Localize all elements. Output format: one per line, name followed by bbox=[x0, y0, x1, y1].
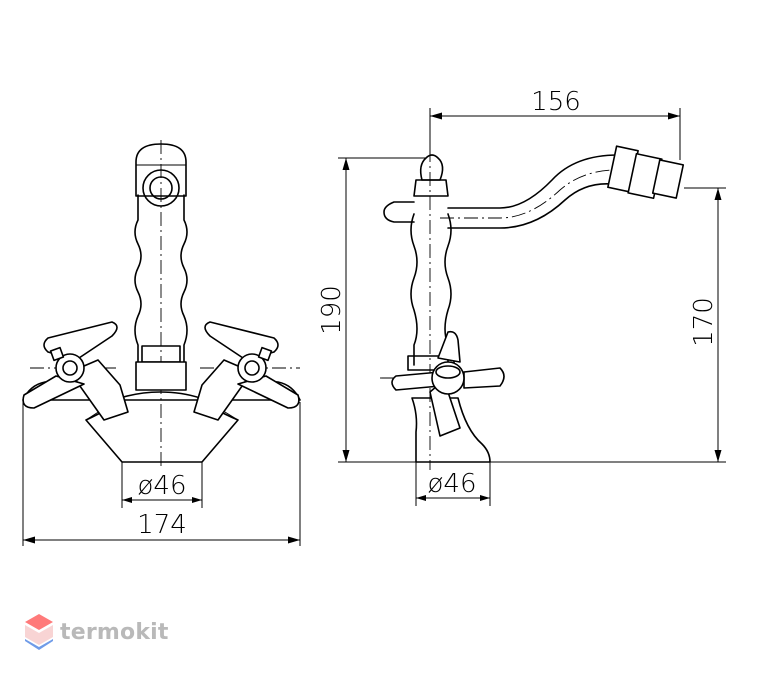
side-finial bbox=[419, 154, 444, 181]
side-handle bbox=[391, 330, 505, 437]
front-column bbox=[134, 194, 188, 363]
brand-logo: termokit bbox=[24, 611, 169, 653]
side-base-dimension: ø46 bbox=[415, 462, 491, 506]
side-view: 156 190 170 ø46 bbox=[317, 87, 726, 506]
side-spout-height-dimension: 170 bbox=[490, 187, 726, 463]
side-spout bbox=[447, 154, 619, 229]
front-base-diameter-label: ø46 bbox=[138, 471, 187, 501]
side-height-dimension: 190 bbox=[317, 157, 426, 463]
front-width-dimension: 174 bbox=[22, 402, 301, 546]
front-base-dimension: ø46 bbox=[121, 462, 203, 508]
brand-name: termokit bbox=[60, 619, 169, 645]
side-spout-height-label: 170 bbox=[689, 297, 719, 347]
cube-logo-icon bbox=[25, 614, 53, 650]
side-base bbox=[411, 397, 491, 463]
front-spout-head bbox=[135, 143, 187, 197]
front-view: ø46 174 bbox=[22, 140, 301, 546]
side-reach-dimension: 156 bbox=[429, 87, 681, 160]
side-column bbox=[410, 213, 452, 366]
side-total-height-label: 190 bbox=[317, 285, 347, 335]
front-overall-width-label: 174 bbox=[137, 510, 187, 540]
side-aerator bbox=[607, 145, 685, 200]
front-left-handle bbox=[22, 321, 129, 421]
side-base-diameter-label: ø46 bbox=[428, 469, 477, 499]
side-spout-reach-label: 156 bbox=[531, 87, 581, 117]
front-right-handle bbox=[193, 321, 300, 421]
